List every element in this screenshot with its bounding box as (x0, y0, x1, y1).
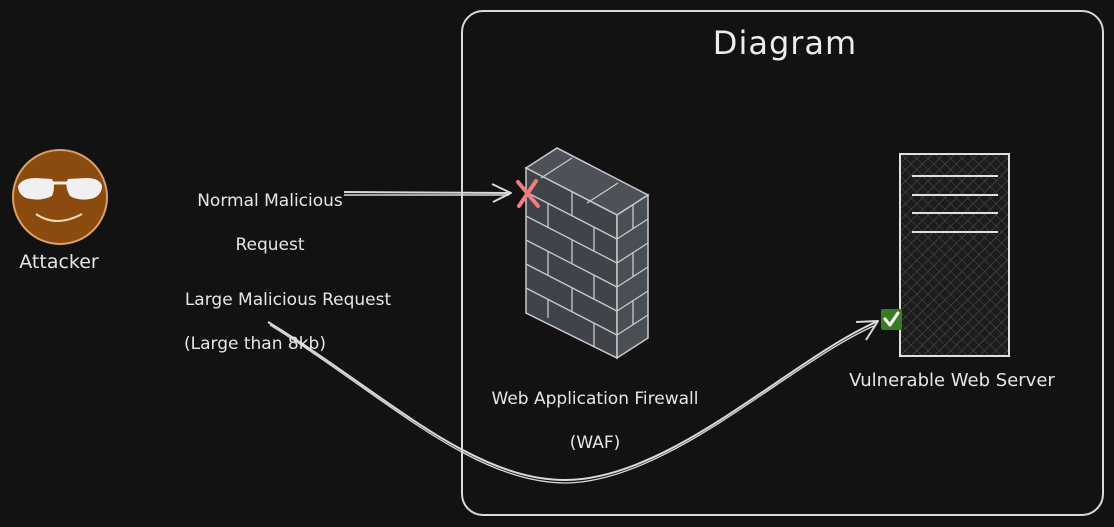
green-check-icon (881, 309, 902, 330)
waf-line1: Web Application Firewall (491, 389, 699, 409)
server-rack-icon (899, 153, 1010, 357)
server-label: Vulnerable Web Server (849, 370, 1055, 391)
normal-request-label: Normal Malicious Request (180, 168, 360, 278)
attacker-label: Attacker (19, 251, 99, 273)
normal-request-arrow (343, 183, 512, 203)
waf-label: Web Application Firewall (WAF) (470, 366, 720, 476)
normal-request-line2: Request (235, 235, 305, 255)
diagram-frame (461, 10, 1104, 516)
large-request-line1: Large Malicious Request (184, 290, 392, 310)
normal-request-line1: Normal Malicious (197, 191, 343, 211)
large-request-arrow (267, 320, 879, 484)
diagram-title: Diagram (712, 24, 858, 62)
attacker-face-icon (12, 149, 108, 245)
firewall-brick-wall-icon (524, 147, 650, 360)
red-x-icon (516, 179, 540, 208)
large-request-line2: (Large than 8kb) (184, 334, 326, 354)
large-request-label: Large Malicious Request (Large than 8kb) (158, 267, 418, 377)
waf-line2: (WAF) (569, 433, 621, 453)
